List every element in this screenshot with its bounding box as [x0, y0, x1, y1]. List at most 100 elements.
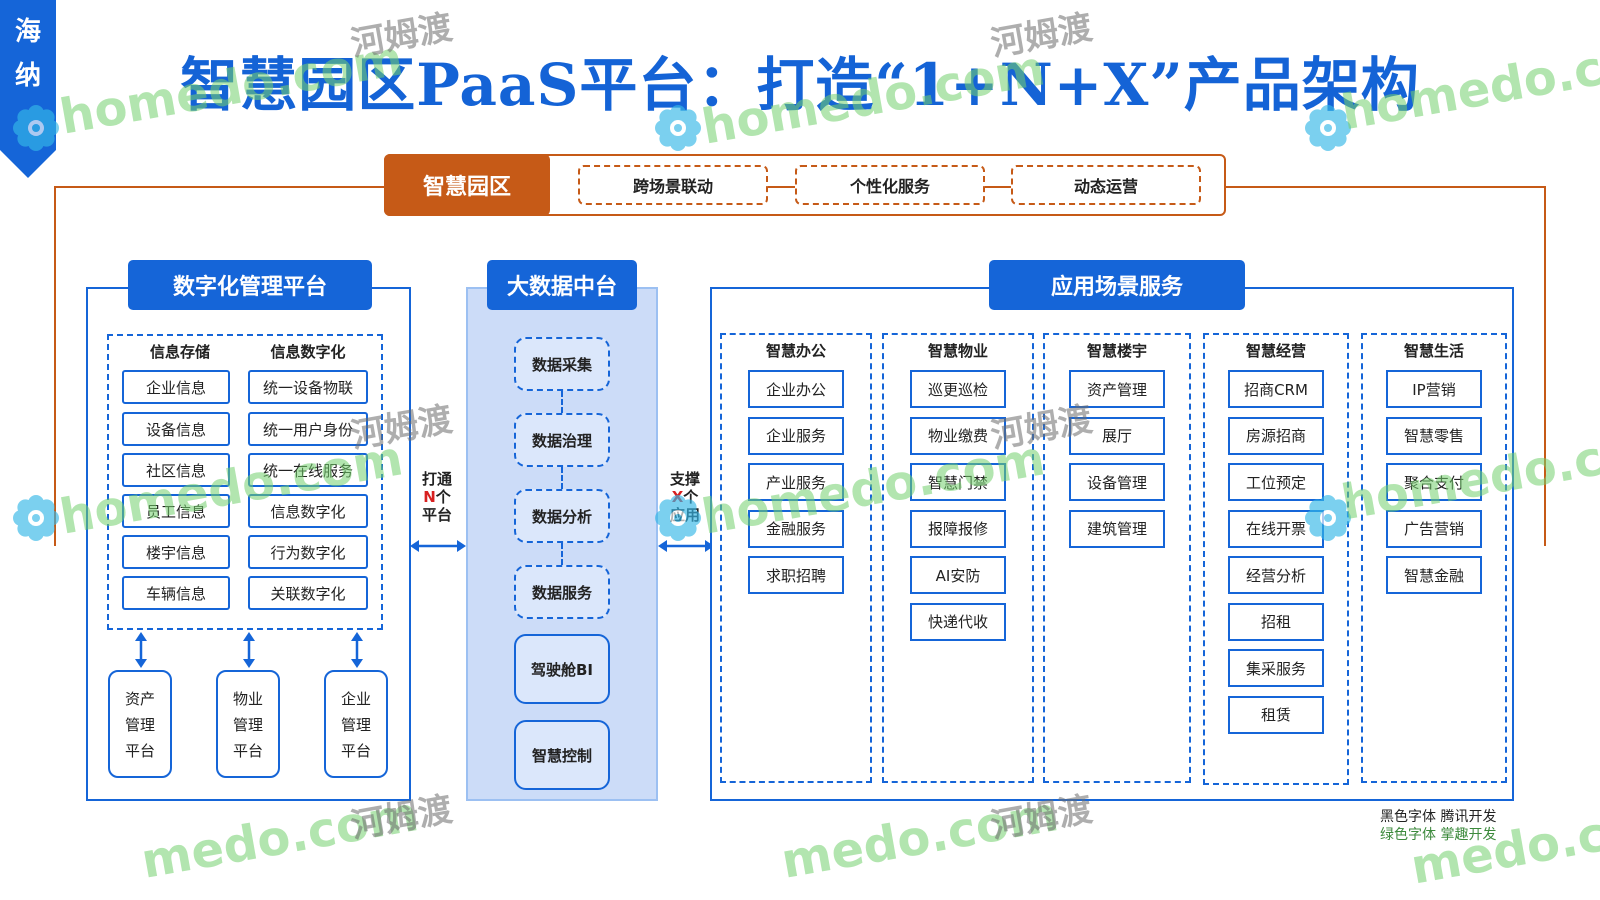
- data-governance: 数据治理: [514, 413, 610, 467]
- data-flow-connector: [561, 467, 563, 489]
- digital-item-online-service: 统一在线服务: [248, 453, 368, 487]
- platform-text: 管理: [340, 716, 371, 734]
- scene-item: 产业服务: [748, 463, 844, 501]
- scene-item: 报障报修: [910, 509, 1006, 548]
- horizontal-bidir-arrow: [410, 540, 466, 552]
- horizontal-bidir-arrow: [658, 540, 714, 552]
- platform-text: 管理: [232, 716, 263, 734]
- link-label-var: X: [671, 488, 684, 506]
- legend-green: 绿色字体 掌趣开发: [1380, 827, 1497, 843]
- scene-item: 资产管理: [1069, 370, 1165, 408]
- top-bar-head: 智慧园区: [384, 154, 550, 216]
- platform-text: 物业: [232, 690, 263, 708]
- scene-column-life: [1361, 333, 1507, 783]
- data-flow-connector: [561, 543, 563, 565]
- watermark-text: medo.com: [777, 786, 1063, 890]
- scene-item: 广告营销: [1386, 509, 1482, 548]
- link-label-var: N: [423, 488, 436, 506]
- digital-management-head: 数字化管理平台: [128, 260, 372, 310]
- scene-item: 求职招聘: [748, 556, 844, 594]
- digital-item-user-identity: 统一用户身份: [248, 412, 368, 446]
- info-item-employee: 员工信息: [122, 494, 230, 528]
- scene-title-property: 智慧物业: [927, 341, 988, 360]
- digital-item-behavior: 行为数字化: [248, 535, 368, 569]
- smart-control: 智慧控制: [514, 720, 610, 790]
- scene-title-building: 智慧楼宇: [1086, 341, 1147, 360]
- info-group-frame: [107, 334, 383, 630]
- data-analysis: 数据分析: [514, 489, 610, 543]
- scene-title-life: 智慧生活: [1403, 341, 1464, 360]
- platform-text: 企业: [340, 690, 371, 708]
- platform-text: 平台: [124, 742, 155, 760]
- scene-column-property: [882, 333, 1034, 783]
- data-service: 数据服务: [514, 565, 610, 619]
- page-title: 智慧园区PaaS平台：打造“1+N+X”产品架构: [180, 51, 1420, 119]
- link-label-suffix: 个: [435, 488, 451, 506]
- scene-item: 智慧零售: [1386, 416, 1482, 455]
- scene-item: 招租: [1228, 602, 1324, 641]
- scene-item: IP营销: [1386, 370, 1482, 408]
- info-item-community: 社区信息: [122, 453, 230, 487]
- scene-item: 房源招商: [1228, 416, 1324, 455]
- scene-column-building: [1043, 333, 1191, 783]
- scene-title-office: 智慧办公: [765, 341, 826, 360]
- enterprise-management-platform: 企业 管理 平台: [324, 670, 388, 778]
- scene-item: 设备管理: [1069, 463, 1165, 501]
- scene-item: AI安防: [910, 556, 1006, 594]
- link-label-suffix: 个: [683, 488, 699, 506]
- platform-text: 平台: [340, 742, 371, 760]
- scene-item: 展厅: [1069, 416, 1165, 455]
- digital-item-device-iot: 统一设备物联: [248, 370, 368, 404]
- scene-item: 智慧金融: [1386, 556, 1482, 594]
- platform-text: 资产: [124, 690, 155, 708]
- link-label-line: N个: [412, 488, 462, 506]
- platform-text: 管理: [124, 716, 155, 734]
- cockpit-bi: 驾驶舱BI: [514, 634, 610, 704]
- property-management-platform: 物业 管理 平台: [216, 670, 280, 778]
- info-item-building: 楼宇信息: [122, 535, 230, 569]
- vertical-bidir-arrow: [243, 632, 255, 668]
- scene-item: 企业办公: [748, 370, 844, 408]
- info-digitization-title: 信息数字化: [270, 342, 346, 361]
- top-pill-connector: [981, 186, 1015, 188]
- asset-management-platform: 资产 管理 平台: [108, 670, 172, 778]
- vertical-bidir-arrow: [135, 632, 147, 668]
- info-item-device: 设备信息: [122, 412, 230, 446]
- scene-item: 工位预定: [1228, 463, 1324, 501]
- color-legend: 黑色字体 腾讯开发 绿色字体 掌趣开发: [1380, 808, 1530, 844]
- watermark-text: medo.com: [137, 786, 423, 890]
- scene-item: 租赁: [1228, 695, 1324, 734]
- info-storage-title: 信息存储: [149, 342, 210, 361]
- scene-item: 聚合支付: [1386, 463, 1482, 501]
- link-label-line: 打通: [421, 470, 452, 488]
- link-label-line: 应用: [669, 506, 700, 524]
- scene-item: 金融服务: [748, 509, 844, 548]
- top-pill-personalized: 个性化服务: [795, 165, 985, 205]
- scene-item: 巡更巡检: [910, 370, 1006, 408]
- scene-item: 在线开票: [1228, 509, 1324, 548]
- info-item-enterprise: 企业信息: [122, 370, 230, 404]
- brand-tag-char-2: 纳: [14, 61, 41, 91]
- connect-n-platforms-label: 打通 N个 平台: [412, 470, 462, 524]
- digital-item-relation: 关联数字化: [248, 576, 368, 610]
- scene-item: 物业缴费: [910, 416, 1006, 455]
- scene-column-office: [720, 333, 872, 783]
- link-label-line: 平台: [421, 506, 452, 524]
- scene-title-operation: 智慧经营: [1245, 341, 1306, 360]
- data-flow-connector: [561, 391, 563, 413]
- brand-corner-tag: 海 纳: [0, 0, 56, 178]
- scene-item: 智慧门禁: [910, 463, 1006, 501]
- scene-item: 经营分析: [1228, 556, 1324, 594]
- info-item-vehicle: 车辆信息: [122, 576, 230, 610]
- scene-item: 建筑管理: [1069, 509, 1165, 548]
- scene-item: 企业服务: [748, 416, 844, 455]
- data-collection: 数据采集: [514, 337, 610, 391]
- vertical-bidir-arrow: [351, 632, 363, 668]
- brand-tag-char-1: 海: [14, 17, 41, 47]
- link-label-line: 支撑: [669, 470, 700, 488]
- scene-column-operation: [1203, 333, 1349, 785]
- support-x-apps-label: 支撑 X个 应用: [660, 470, 710, 524]
- scene-item: 招商CRM: [1228, 370, 1324, 408]
- top-pill-dynamic-ops: 动态运营: [1011, 165, 1201, 205]
- top-pill-connector: [765, 186, 799, 188]
